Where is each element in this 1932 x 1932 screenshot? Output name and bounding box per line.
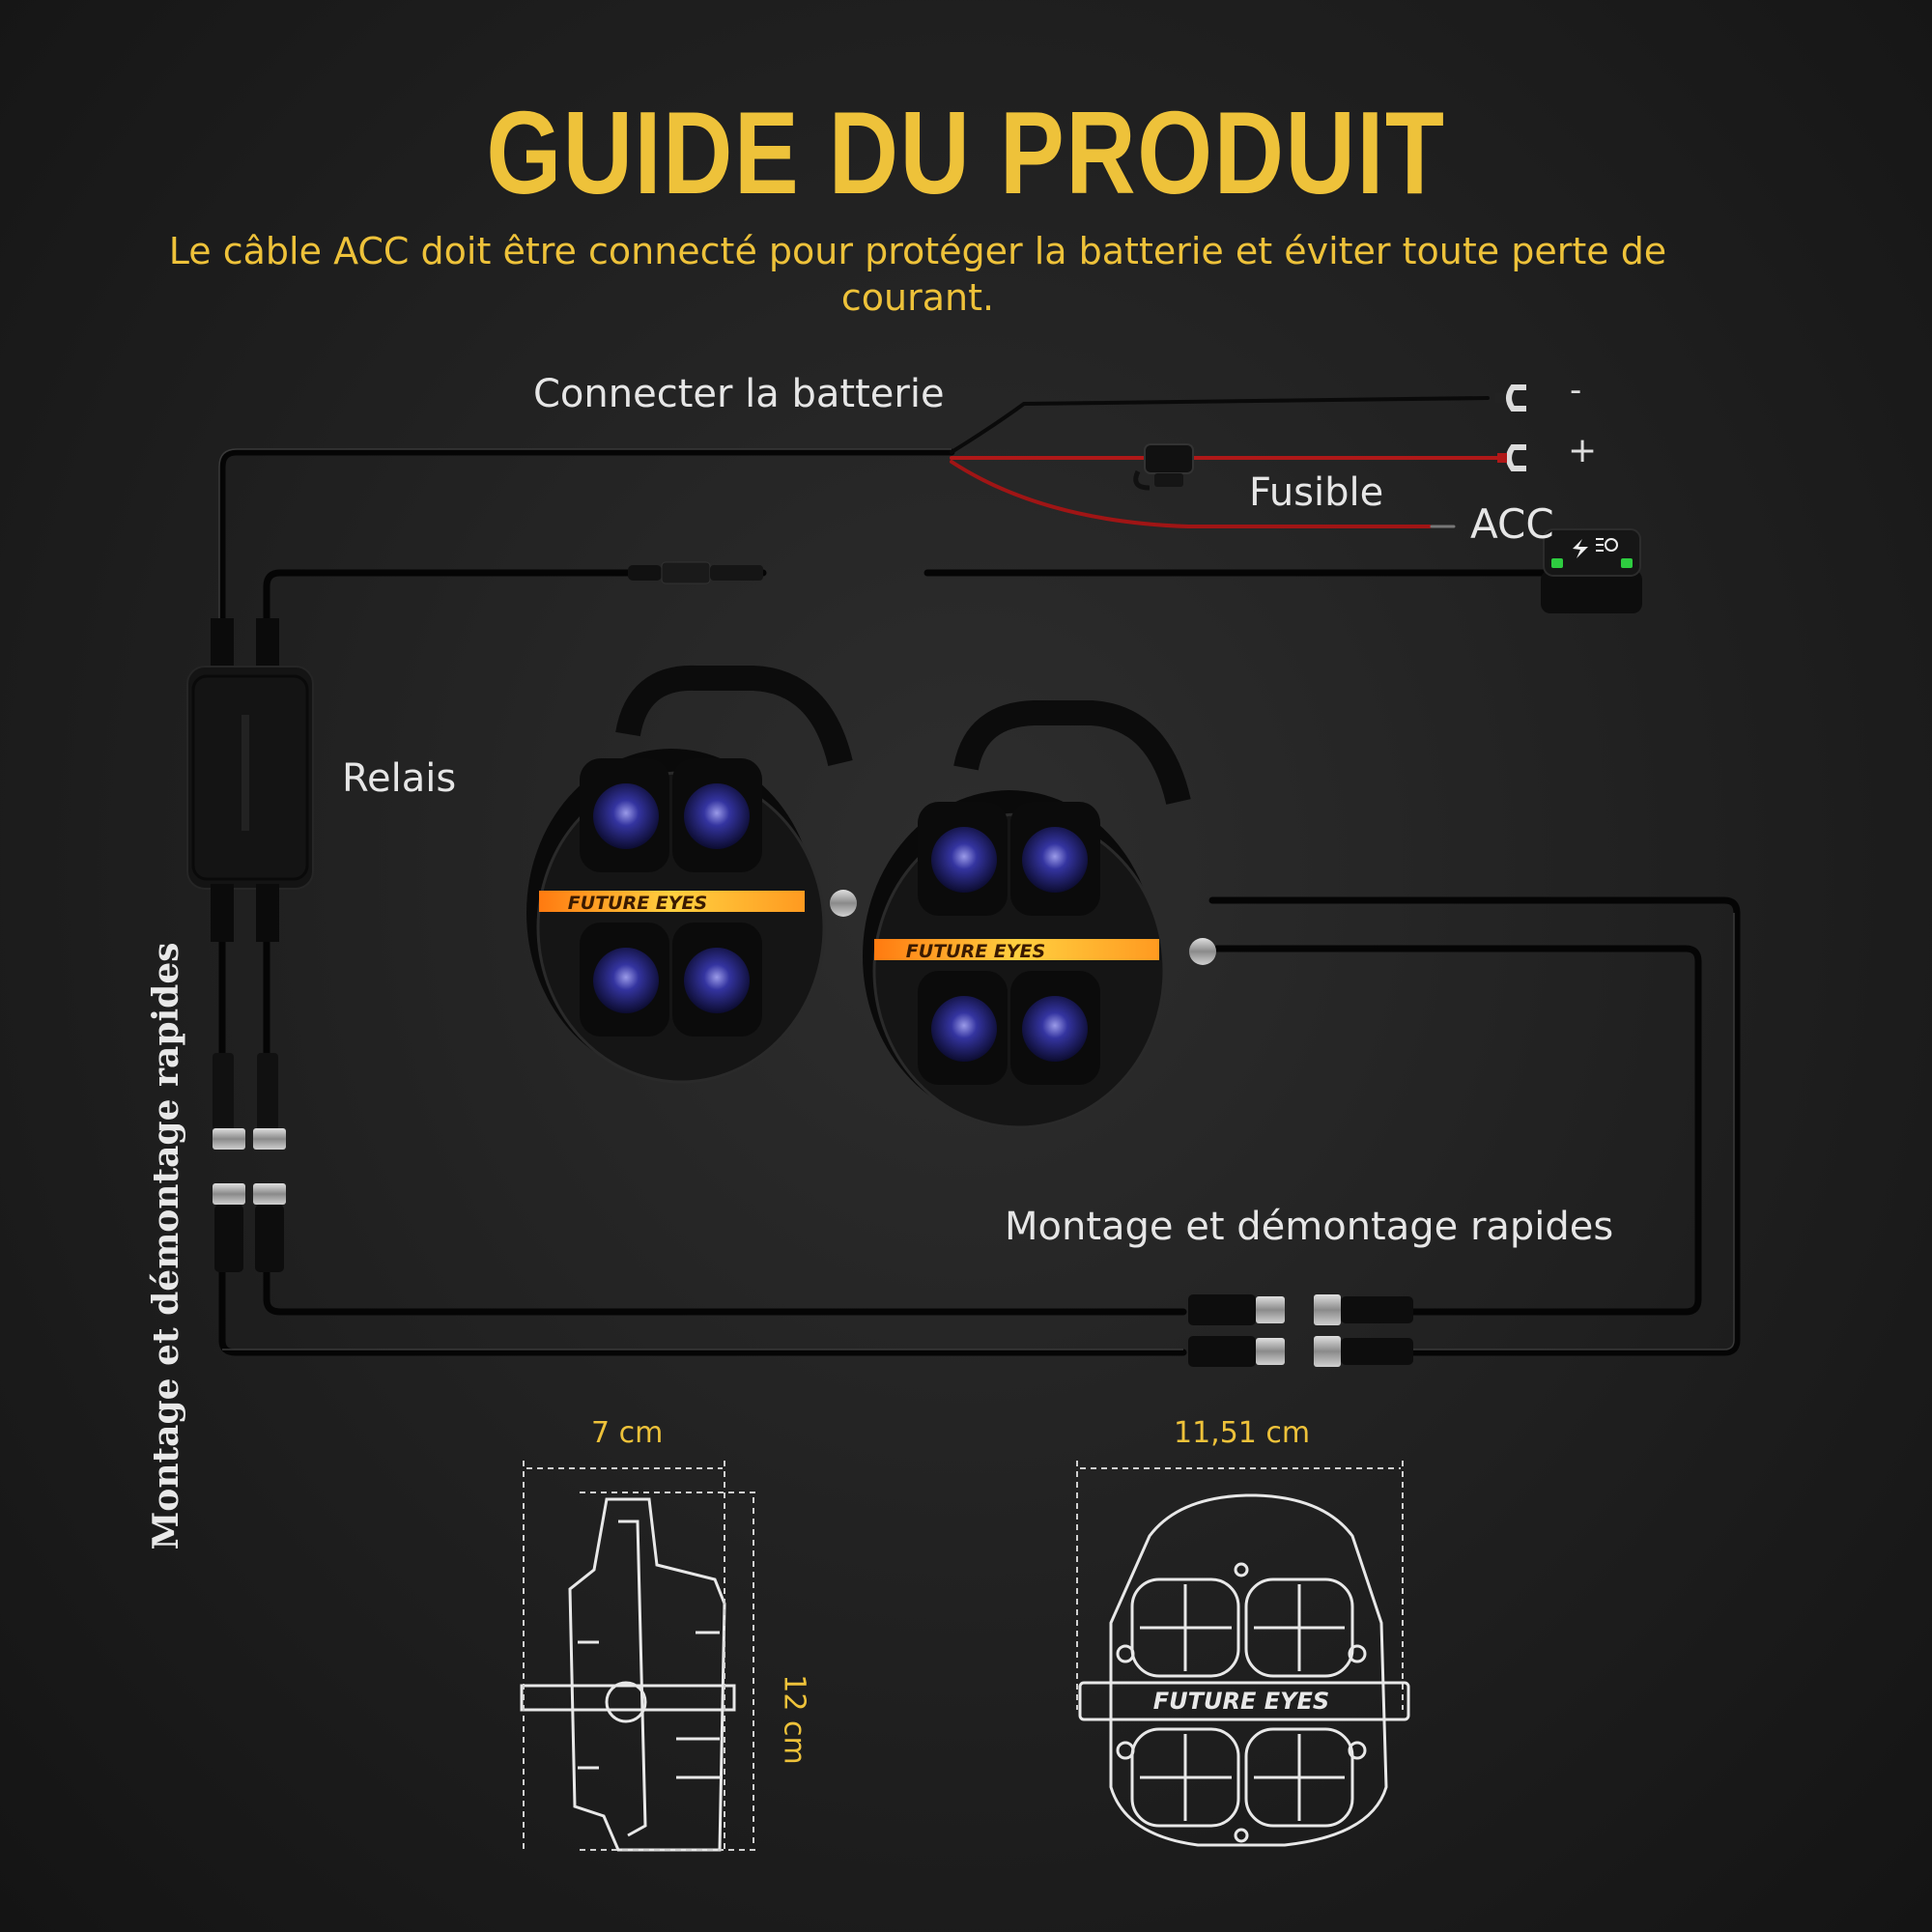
terminal-minus-label: - — [1570, 371, 1582, 410]
relay-label: Relais — [342, 756, 457, 801]
headlight-icon — [863, 700, 1216, 1129]
inline-fuse-icon — [1133, 443, 1194, 491]
wire-highlights — [218, 448, 1735, 1350]
depth-dimension-label: 11,51 cm — [1174, 1416, 1311, 1450]
battery-label: Connecter la batterie — [533, 372, 945, 416]
battery-leads — [950, 396, 1509, 528]
width-dimension-label: 7 cm — [591, 1416, 664, 1450]
fuse-label: Fusible — [1249, 470, 1384, 515]
dimension-lines — [523, 1461, 1404, 1851]
side-view-drawing — [520, 1497, 736, 1852]
connector-icon — [1188, 1294, 1413, 1367]
connector-icon — [213, 1053, 286, 1272]
terminal-plus-label: + — [1568, 431, 1598, 470]
acc-label: ACC — [1470, 500, 1554, 548]
quick-mount-vertical-label: Montage et démontage rapides — [146, 942, 186, 1550]
page-title: GUIDE DU PRODUIT — [486, 87, 1446, 218]
headlight-icon — [526, 665, 857, 1084]
relay-box-icon — [186, 618, 314, 942]
height-dimension-label: 12 cm — [777, 1674, 811, 1765]
rocker-switch-icon[interactable] — [1541, 528, 1642, 613]
page-subtitle: Le câble ACC doit être connecté pour pro… — [168, 230, 1667, 319]
front-view-drawing — [1078, 1493, 1410, 1847]
switch-connector — [628, 561, 763, 584]
quick-mount-label: Montage et démontage rapides — [1005, 1205, 1614, 1249]
battery-ring-terminal-icon — [1495, 384, 1526, 471]
